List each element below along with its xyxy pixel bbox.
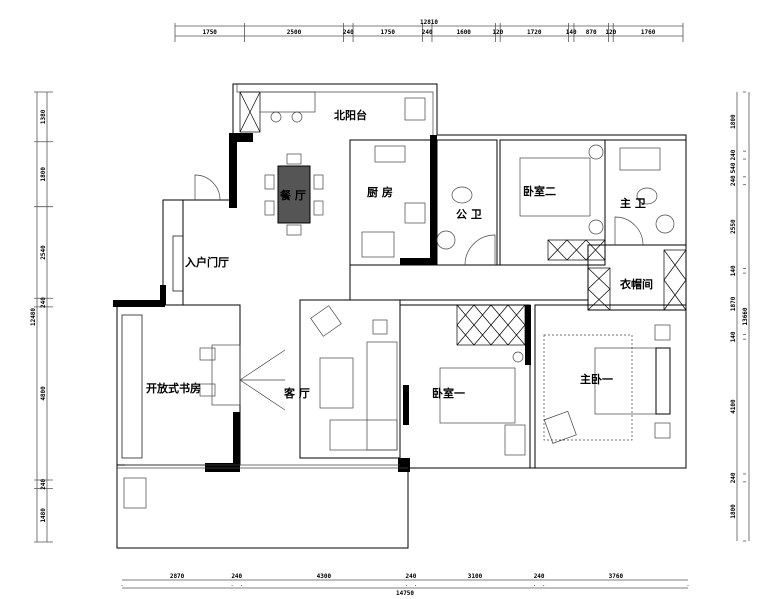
- room-label-entrance: 入户门厅: [185, 255, 229, 269]
- dimension-label: 2870: [170, 573, 185, 580]
- dimension-label: 1750: [381, 29, 396, 36]
- dimension-label: 140: [730, 331, 737, 342]
- room-labels: 北阳台 餐 厅 厨 房 公 卫 卧室二 主 卫 衣帽间 入户门厅 开放式书房 客…: [146, 108, 653, 400]
- bottom-total-dimension-label: 14750: [396, 590, 414, 597]
- interior-walls: [116, 139, 687, 469]
- dimension-label: 240: [40, 479, 47, 490]
- dimension-label: 240: [730, 472, 737, 483]
- dimension-label: 2540: [40, 245, 47, 260]
- right-total-dimension-label: 13660: [742, 307, 749, 325]
- dimension-label: 140: [566, 29, 577, 36]
- dimension-label: 540: [730, 162, 737, 173]
- dimension-label: 1600: [456, 29, 471, 36]
- dimension-label: 1720: [527, 29, 542, 36]
- dimension-label: 1480: [40, 508, 47, 523]
- dimension-label: 1800: [730, 504, 737, 519]
- room-label-study: 开放式书房: [146, 381, 201, 395]
- dimension-label: 240: [231, 573, 242, 580]
- room-label-master-bath: 主 卫: [620, 196, 646, 210]
- room-label-north-balcony: 北阳台: [334, 108, 367, 122]
- furniture: [121, 91, 687, 509]
- dimension-label: 3100: [468, 573, 483, 580]
- dimension-label: 4800: [40, 386, 47, 401]
- dimension-label: 240: [422, 29, 433, 36]
- dining-table: [264, 153, 324, 236]
- dimension-label: 240: [534, 573, 545, 580]
- room-label-living: 客 厅: [283, 386, 310, 400]
- dimension-label: 120: [492, 29, 503, 36]
- dimension-label: 1800: [730, 114, 737, 129]
- dimension-label: 3760: [609, 573, 624, 580]
- dimension-label: 2550: [730, 219, 737, 234]
- dimension-label: 870: [586, 29, 597, 36]
- room-label-closet: 衣帽间: [620, 277, 653, 291]
- dimension-label: 240: [730, 149, 737, 160]
- dimension-label: 240: [40, 297, 47, 308]
- dimension-lines: 1750 2500 240 1750 240 1600 120 1720 140 870 120 17…: [30, 19, 750, 597]
- room-label-bedroom2: 卧室二: [523, 184, 556, 198]
- dimension-label: 240: [406, 573, 417, 580]
- room-label-dining: 餐 厅: [279, 188, 306, 202]
- room-label-kitchen: 厨 房: [367, 185, 393, 199]
- dimension-label: 1760: [641, 29, 656, 36]
- room-label-master-bedroom: 主卧一: [580, 372, 613, 386]
- room-label-public-bath: 公 卫: [456, 208, 482, 221]
- top-total-dimension-label: 12810: [420, 19, 438, 26]
- dimension-label: 1750: [202, 29, 217, 36]
- dimension-label: 4300: [317, 573, 332, 580]
- dimension-label: 140: [730, 265, 737, 276]
- dimension-label: 240: [730, 175, 737, 186]
- dimension-label: 120: [605, 29, 616, 36]
- left-total-dimension-label: 12480: [30, 308, 37, 326]
- room-label-bedroom1: 卧室一: [432, 386, 465, 400]
- dimension-label: 4100: [730, 399, 737, 414]
- dimension-label: 240: [343, 29, 354, 36]
- dimension-label: 1800: [40, 167, 47, 182]
- dimension-label: 2500: [287, 29, 302, 36]
- dimension-label: 1380: [40, 109, 47, 124]
- dimension-label: 1870: [730, 296, 737, 311]
